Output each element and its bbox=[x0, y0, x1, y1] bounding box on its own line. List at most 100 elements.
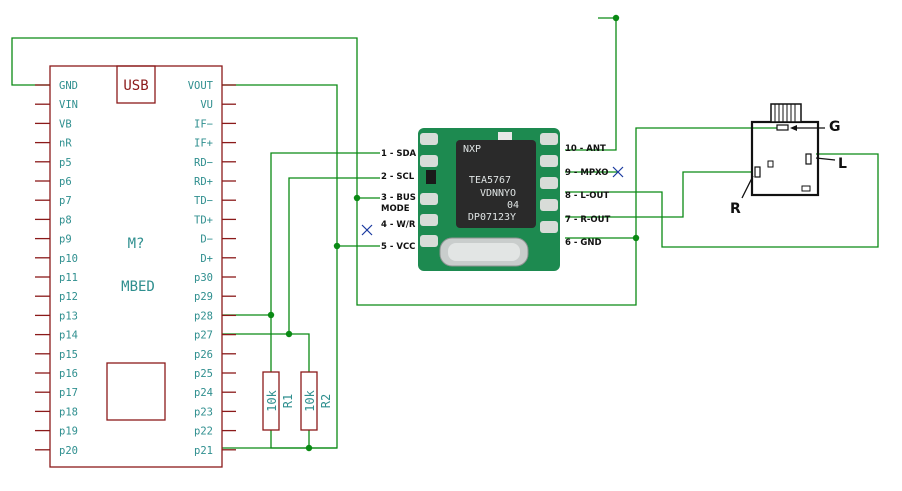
resistor-body bbox=[262, 371, 280, 431]
chip-line: 04 bbox=[507, 200, 519, 211]
mbed-pin-label: p7 bbox=[59, 195, 72, 207]
mbed-pin-label: TD− bbox=[194, 195, 213, 207]
wire-r2-top bbox=[289, 333, 310, 372]
module-pin-label: 6 - GND bbox=[565, 238, 602, 248]
chip-line: TEA5767 bbox=[469, 175, 511, 186]
jack-body bbox=[750, 120, 820, 197]
resistor-name: R1 bbox=[281, 394, 295, 408]
module-pin-label: 3 - BUS bbox=[381, 193, 416, 203]
wire-resistor-bottom bbox=[270, 430, 310, 449]
mbed-pin-label: p10 bbox=[59, 253, 78, 265]
jack-label-r: R bbox=[730, 201, 741, 217]
no-connect-icon bbox=[361, 224, 373, 236]
mbed-pin-label: RD+ bbox=[194, 176, 213, 188]
mbed-reference: M? bbox=[128, 236, 145, 252]
wire-scl bbox=[222, 177, 380, 335]
mbed-pin-label: p17 bbox=[59, 387, 78, 399]
resistor-body bbox=[300, 371, 318, 431]
mbed-pin-label: RD− bbox=[194, 157, 213, 169]
mbed-pin-label: p18 bbox=[59, 406, 78, 418]
junction-dot bbox=[612, 14, 620, 22]
module-pin-label: 7 - R-OUT bbox=[565, 215, 611, 225]
junctions bbox=[267, 14, 640, 452]
mbed-pins: GND VIN VB nR p5 p6 p7 p8 p9 p10 p11 p12 p13 p14 p15 p1… bbox=[35, 80, 236, 457]
mbed-pin-label: p13 bbox=[59, 310, 78, 322]
jack-label-g: G bbox=[829, 119, 841, 135]
mbed-pin-label: p29 bbox=[194, 291, 213, 303]
module-pin-label: 8 - L-OUT bbox=[565, 191, 609, 201]
mbed-pin-label: D+ bbox=[200, 253, 213, 265]
module-pin-label: 2 - SCL bbox=[381, 172, 415, 182]
mbed-pin-label: p27 bbox=[194, 330, 213, 342]
mbed-chip bbox=[106, 362, 166, 421]
module-pin-label: 1 - SDA bbox=[381, 149, 417, 159]
no-connect-icon bbox=[612, 166, 624, 178]
usb-label: USB bbox=[123, 78, 148, 94]
mbed-pin-label: IF+ bbox=[194, 138, 213, 150]
mbed-pin-label: p25 bbox=[194, 368, 213, 380]
mbed-pin-label: VOUT bbox=[188, 80, 214, 92]
resistor-value: 10k bbox=[303, 389, 317, 411]
mbed-pin-label: p22 bbox=[194, 426, 213, 438]
wires bbox=[11, 17, 879, 449]
mbed-pin-label: IF− bbox=[194, 118, 213, 130]
mbed-pin-label: VIN bbox=[59, 99, 78, 111]
module-pin-label: 5 - VCC bbox=[381, 242, 415, 252]
junction-dot bbox=[285, 330, 293, 338]
wire-gnd-rail bbox=[356, 198, 637, 306]
module-pin-label: 4 - W/R bbox=[381, 220, 416, 230]
mbed-pin-label: p21 bbox=[194, 445, 213, 457]
junction-dot bbox=[267, 311, 275, 319]
resistor-r1: 10k R1 bbox=[262, 371, 295, 431]
resistor-value: 10k bbox=[265, 389, 279, 411]
wire-lout bbox=[565, 153, 879, 248]
chip-line: DP07123Y bbox=[468, 212, 516, 223]
mbed-board: USB M? MBED GND VIN VB nR p5 p6 p7 p8 p9 p10 p11 p1… bbox=[35, 65, 236, 468]
chip-line: VDNNYO bbox=[480, 188, 516, 199]
mbed-pin-label: VU bbox=[200, 99, 213, 111]
resistor-r2: 10k R2 bbox=[300, 371, 333, 431]
jack-label-l: L bbox=[838, 156, 847, 172]
module-pads bbox=[420, 132, 558, 247]
wire-antenna bbox=[565, 17, 617, 151]
junction-dot bbox=[353, 194, 361, 202]
mbed-pin-label: p12 bbox=[59, 291, 78, 303]
wire-rout bbox=[565, 171, 753, 218]
mbed-pin-label: p23 bbox=[194, 406, 213, 418]
junction-dot bbox=[333, 242, 341, 250]
mbed-pin-label: GND bbox=[59, 80, 78, 92]
tea5767-chip bbox=[456, 140, 536, 228]
module-pin-label: MODE bbox=[381, 204, 410, 214]
mbed-pin-label: nR bbox=[59, 138, 72, 150]
mbed-name: MBED bbox=[121, 279, 155, 295]
chip-brand: NXP bbox=[463, 144, 481, 155]
junction-dot bbox=[305, 444, 313, 452]
wire-jack-ground bbox=[565, 127, 777, 239]
mbed-pin-label: p20 bbox=[59, 445, 78, 457]
audio-jack: G L R bbox=[730, 103, 847, 217]
module-pin-label: 9 - MPXO bbox=[565, 168, 609, 178]
mbed-pin-label: p6 bbox=[59, 176, 72, 188]
module-pin-label: 10 - ANT bbox=[565, 144, 606, 154]
mbed-pin-label: p11 bbox=[59, 272, 78, 284]
wire-gnd-bus bbox=[11, 37, 380, 199]
resistor-name: R2 bbox=[319, 394, 333, 408]
mbed-pin-label: p24 bbox=[194, 387, 213, 399]
mbed-pin-label: VB bbox=[59, 118, 72, 130]
no-connect-markers bbox=[361, 166, 624, 236]
wire-sda bbox=[222, 152, 380, 316]
mbed-pin-label: p15 bbox=[59, 349, 78, 361]
junction-dot bbox=[632, 234, 640, 242]
mbed-pin-label: p28 bbox=[194, 310, 213, 322]
mbed-pin-label: p5 bbox=[59, 157, 72, 169]
mbed-pin-label: p19 bbox=[59, 426, 78, 438]
mbed-pin-label: p30 bbox=[194, 272, 213, 284]
mbed-pin-label: p16 bbox=[59, 368, 78, 380]
mbed-pin-label: TD+ bbox=[194, 214, 213, 226]
mbed-pin-label: p14 bbox=[59, 330, 78, 342]
mbed-pin-label: D− bbox=[200, 234, 213, 246]
mbed-pin-label: p9 bbox=[59, 234, 72, 246]
mbed-pin-label: p8 bbox=[59, 214, 72, 226]
usb-connector bbox=[116, 65, 156, 104]
